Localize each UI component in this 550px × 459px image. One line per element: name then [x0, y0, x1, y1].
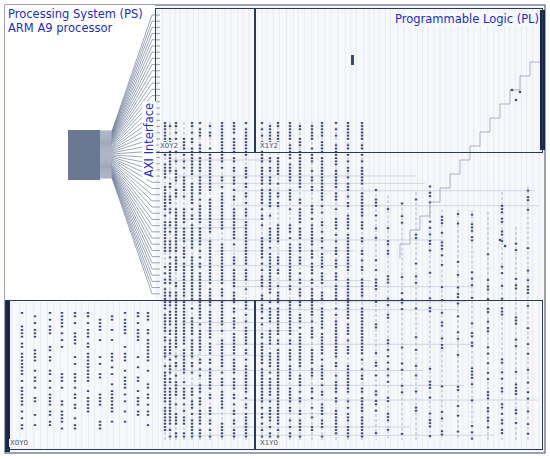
block-title: Programmable Logic (PL): [395, 12, 539, 26]
region-label: X0Y0: [9, 439, 29, 447]
interface-label: AXI Interface: [142, 101, 156, 179]
region-label: X0Y2: [159, 142, 179, 150]
block-title: Processing System (PS): [8, 7, 152, 21]
device-outline: [5, 5, 545, 453]
block-title: ARM A9 processor: [8, 21, 152, 35]
fabric: [5, 8, 545, 452]
region-label: X1Y0: [259, 439, 279, 447]
clock-region: X1Y0: [255, 300, 543, 450]
region-label: X1Y2: [259, 142, 279, 150]
clock-region: X1Y2: [255, 8, 543, 153]
clock-region: X0Y0: [5, 300, 255, 450]
programmable-logic: Programmable Logic (PL) X0Y2 X1Y2X0Y0 X1Y0: [5, 5, 545, 453]
axi-fanout: [68, 15, 160, 294]
clock-region: X0Y2: [155, 8, 255, 153]
processing-system: Processing System (PS)ARM A9 processor: [5, 5, 155, 300]
